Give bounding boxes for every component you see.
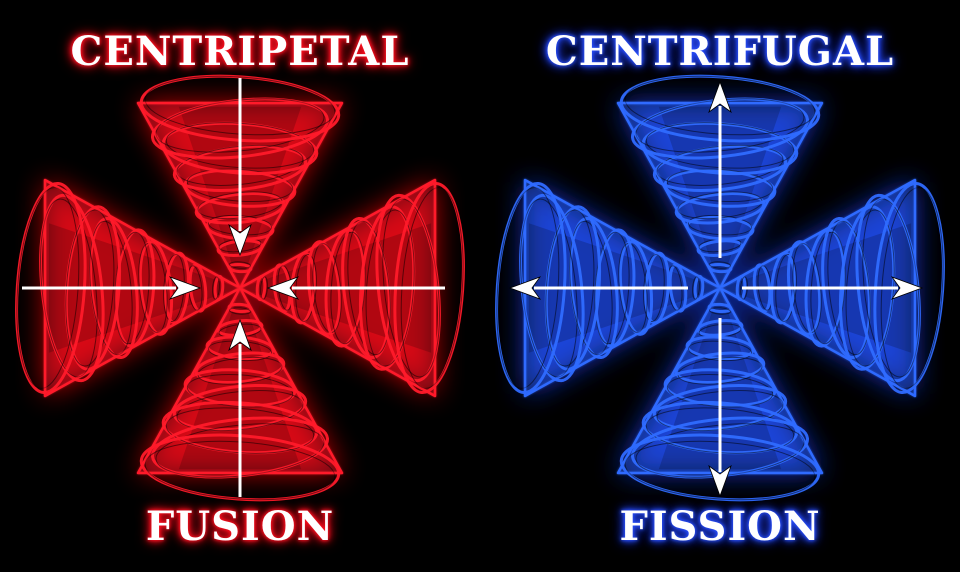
centripetal-arrow-left-icon [266, 276, 445, 300]
centrifugal-cones-diagram [495, 74, 945, 502]
centrifugal-title: CENTRIFUGAL [545, 28, 895, 75]
centripetal-arrow-up-icon [228, 318, 252, 497]
centripetal-arrow-down-icon [228, 78, 252, 257]
centrifugal-panel: CENTRIFUGAL FISSION [480, 0, 960, 572]
centrifugal-arrow-right-icon [742, 276, 924, 300]
centrifugal-arrow-down-icon [708, 318, 732, 498]
centripetal-title: CENTRIPETAL [70, 28, 410, 75]
centrifugal-arrows [508, 80, 924, 498]
fission-caption: FISSION [619, 503, 821, 550]
centrifugal-arrow-left-icon [508, 276, 688, 300]
centripetal-cones-diagram [15, 74, 465, 502]
centripetal-arrow-right-icon [22, 276, 202, 300]
centrifugal-arrow-up-icon [708, 80, 732, 258]
fusion-caption: FUSION [145, 503, 335, 550]
centripetal-panel: CENTRIPETAL FUSION [15, 28, 465, 550]
centripetal-arrows [22, 78, 445, 497]
